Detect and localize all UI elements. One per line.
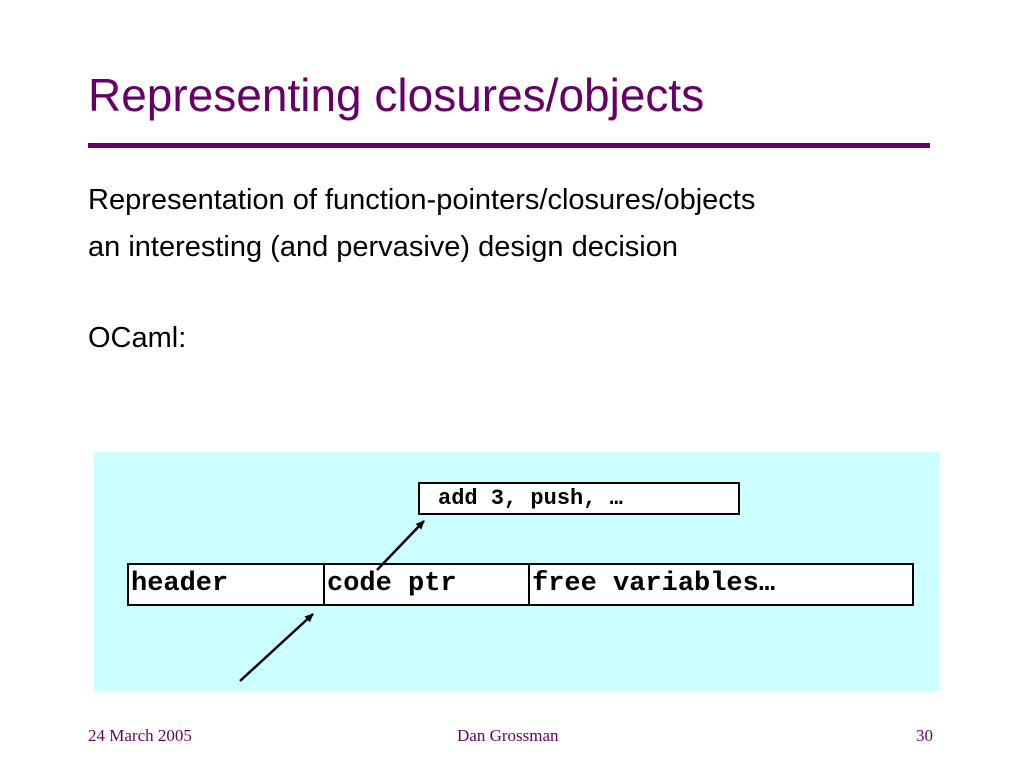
record-cell-code-ptr: code ptr <box>325 565 530 604</box>
footer-author: Dan Grossman <box>457 726 559 745</box>
slide-title: Representing closures/objects <box>88 69 705 121</box>
record-cell-code-ptr-label: code ptr <box>327 569 457 599</box>
record-cell-header: header <box>129 565 325 604</box>
code-box-label: add 3, push, … <box>438 486 623 511</box>
footer-date: 24 March 2005 <box>88 726 192 745</box>
title-divider <box>88 143 930 148</box>
closure-record: header code ptr free variables… <box>127 563 914 606</box>
code-box: add 3, push, … <box>418 482 740 515</box>
record-cell-free-variables: free variables… <box>530 565 912 604</box>
record-cell-header-label: header <box>131 569 229 599</box>
body-line-1: Representation of function-pointers/clos… <box>88 184 756 216</box>
body-line-2: an interesting (and pervasive) design de… <box>88 231 679 263</box>
body-line-3: OCaml: <box>88 322 187 354</box>
footer-page-number: 30 <box>916 726 933 745</box>
record-cell-free-variables-label: free variables… <box>532 569 776 599</box>
